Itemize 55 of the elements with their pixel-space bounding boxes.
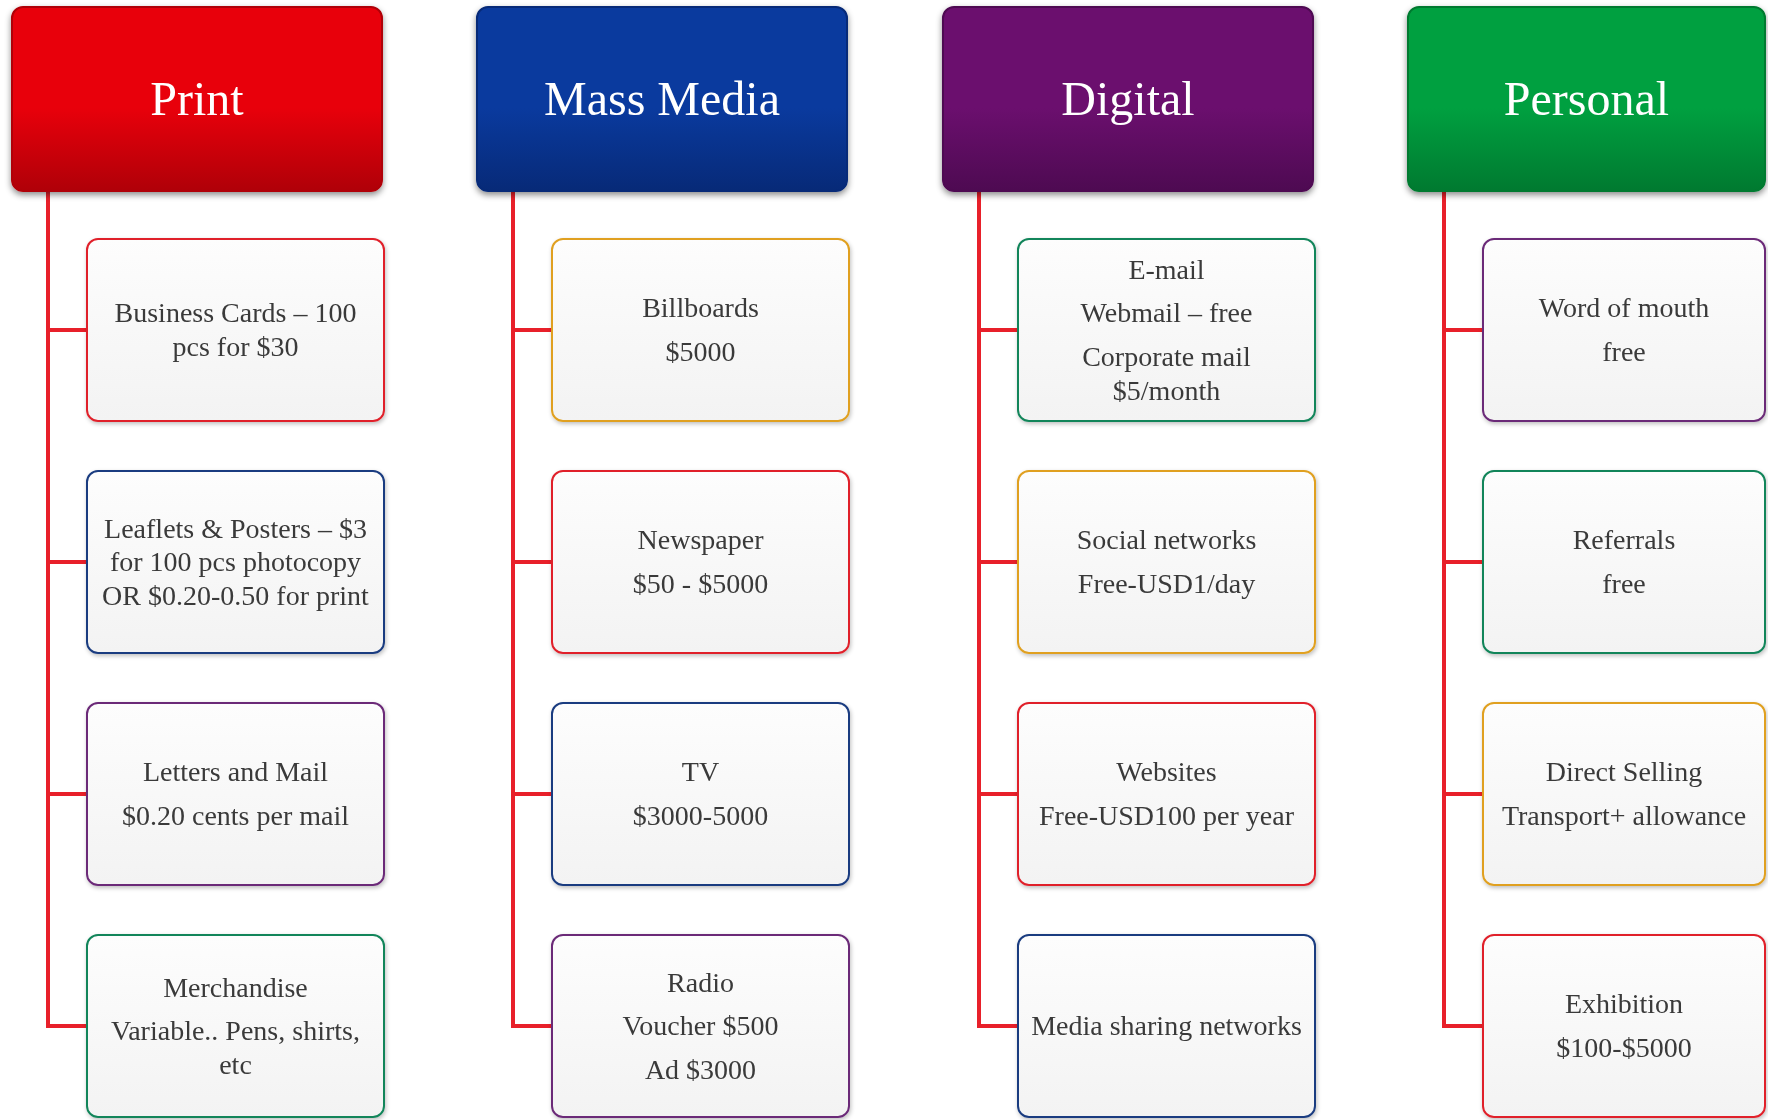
category-title: Mass Media [544, 71, 780, 127]
item-box [1482, 470, 1766, 654]
item-text: Voucher $500 [622, 1009, 779, 1043]
item-box [1482, 238, 1766, 422]
category-header [1407, 6, 1766, 192]
category-header [942, 6, 1314, 192]
item-text: TV [681, 755, 720, 789]
item-text: $50 - $5000 [632, 567, 769, 601]
item-box [1017, 702, 1316, 886]
item-text: Exhibition [1564, 987, 1684, 1021]
item-box [86, 702, 385, 886]
item-text: $5000 [665, 335, 736, 369]
category-title: Personal [1503, 71, 1670, 127]
item-text: Free-USD1/day [1077, 567, 1256, 601]
item-box [1017, 934, 1316, 1118]
item-text: Business Cards – 100 pcs for $30 [113, 296, 358, 364]
item-text: Radio [667, 965, 734, 1000]
item-text: Media sharing networks [1031, 1009, 1302, 1043]
category-title: Print [150, 71, 244, 127]
item-text: Ad $3000 [644, 1052, 757, 1087]
item-text: Newspaper [637, 523, 764, 557]
item-text: Direct Selling [1545, 755, 1703, 789]
item-box [1017, 238, 1316, 422]
item-box [551, 238, 850, 422]
item-text: Transport+ allowance [1501, 799, 1747, 833]
category-title: Digital [1061, 71, 1195, 127]
item-text: Leaflets & Posters – $3 for 100 pcs photocopy OR $0.20-0.50 for print [101, 511, 370, 613]
item-box [1017, 470, 1316, 654]
item-box [551, 470, 850, 654]
item-text: Social networks [1076, 523, 1257, 557]
item-text: Corporate mail $5/month [1081, 340, 1252, 408]
item-box [551, 934, 850, 1118]
item-text: Letters and Mail [142, 755, 329, 789]
item-text: Referrals [1572, 523, 1676, 557]
item-text: $3000-5000 [632, 799, 769, 833]
item-text: Free-USD100 per year [1039, 799, 1294, 833]
item-box [551, 702, 850, 886]
item-text: Merchandise [163, 970, 308, 1005]
item-text: Word of mouth [1538, 291, 1710, 325]
item-box [86, 470, 385, 654]
item-text: Webmail – free [1080, 296, 1253, 330]
item-box [1482, 702, 1766, 886]
item-box [86, 934, 385, 1118]
item-text: Variable.. Pens, shirts, etc [110, 1014, 361, 1082]
category-header [11, 6, 383, 192]
item-text: $0.20 cents per mail [121, 799, 350, 833]
category-header [476, 6, 848, 192]
item-text: free [1602, 335, 1646, 369]
item-text: free [1602, 567, 1646, 601]
item-text: E-mail [1128, 252, 1205, 287]
item-box [86, 238, 385, 422]
item-text: Websites [1116, 755, 1217, 789]
item-text: $100-$5000 [1556, 1031, 1692, 1065]
item-box [1482, 934, 1766, 1118]
item-text: Billboards [642, 291, 759, 325]
